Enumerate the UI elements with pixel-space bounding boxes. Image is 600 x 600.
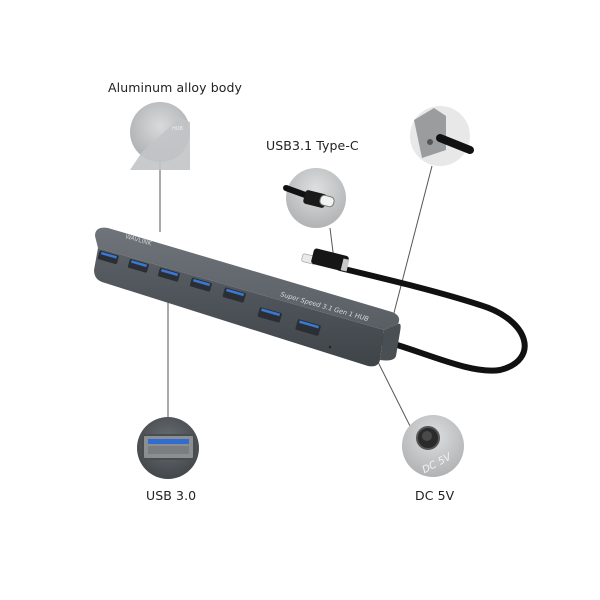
type-c-plug <box>301 248 350 272</box>
usb30-detail-circle <box>137 417 199 479</box>
usb31-type-c-label: USB3.1 Type-C <box>266 138 359 153</box>
dc-5v-label: DC 5V <box>415 488 455 503</box>
dc-5v-detail-circle: DC 5V <box>402 415 464 477</box>
usb30-label: USB 3.0 <box>146 488 197 503</box>
usb-c-cable <box>337 265 528 374</box>
usb-ports <box>97 250 321 336</box>
aluminum-detail-circle: HUB <box>130 102 190 170</box>
aluminum-alloy-body-label: Aluminum alloy body <box>108 80 243 95</box>
cable-end-detail-circle <box>410 106 474 166</box>
hub-top-face <box>95 227 400 330</box>
svg-text:HUB: HUB <box>172 126 183 132</box>
type-c-detail-circle <box>283 168 346 228</box>
